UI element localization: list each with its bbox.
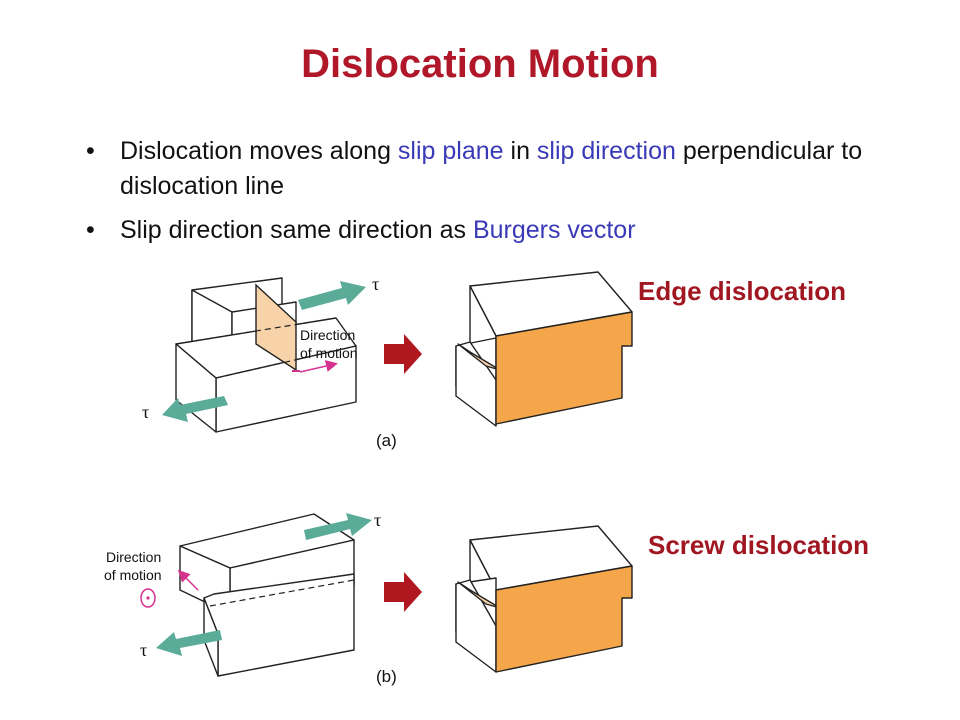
bullet-item: • Slip direction same direction as Burge… <box>86 213 886 248</box>
process-arrow-b <box>384 572 422 612</box>
shear-arrow-top-a <box>298 281 366 310</box>
motion-arrow-b <box>177 569 199 591</box>
edge-block-after <box>455 271 633 427</box>
direction-label-line1: Direction <box>106 549 161 565</box>
bullet-dot: • <box>86 137 95 165</box>
highlight-slip-plane: slip plane <box>397 137 504 165</box>
direction-label-line2: of motion <box>300 345 358 361</box>
highlight-burgers-vector: Burgers vector <box>472 216 636 244</box>
bullet-text: Dislocation moves along <box>120 137 398 165</box>
bullet-text: Slip direction same direction as <box>120 216 473 244</box>
highlight-slip-direction: slip direction <box>536 137 676 165</box>
screw-block-before <box>179 513 355 677</box>
rotation-symbol <box>140 588 156 608</box>
direction-label-line1: Direction <box>300 327 355 343</box>
motion-arrow-a <box>299 360 338 373</box>
tau-symbol: τ <box>140 640 147 660</box>
tau-symbol: τ <box>374 510 381 530</box>
direction-label-line2: of motion <box>104 567 162 583</box>
shear-arrow-bottom-b <box>156 630 222 656</box>
shear-arrow-top-b <box>304 513 372 540</box>
screw-block-after <box>455 525 633 673</box>
process-arrow-a <box>384 334 422 374</box>
tau-symbol: τ <box>142 402 149 422</box>
panel-label-b: (b) <box>376 667 397 686</box>
bullet-text: perpendicular to dislocation line <box>120 137 863 200</box>
shear-arrow-bottom-a <box>162 396 228 422</box>
bullet-text: in <box>503 137 537 165</box>
bullet-item: • Dislocation moves along slip plane in … <box>86 134 886 204</box>
edge-dislocation-label: Edge dislocation <box>638 276 847 306</box>
bullet-dot: • <box>86 216 95 244</box>
tau-symbol: τ <box>372 274 379 294</box>
panel-label-a: (a) <box>376 431 397 450</box>
slide-title: Dislocation Motion <box>301 42 659 86</box>
bullet-list: • Dislocation moves along slip plane in … <box>86 134 886 257</box>
screw-dislocation-label: Screw dislocation <box>648 530 870 560</box>
